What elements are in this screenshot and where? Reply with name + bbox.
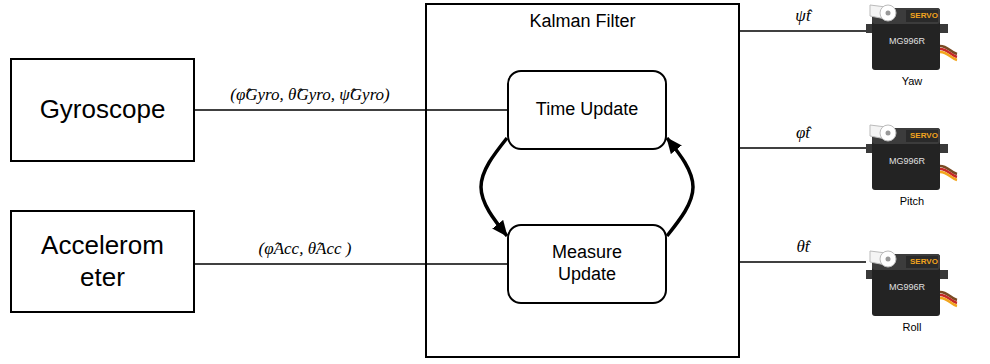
signal-label: ψ̂t: [793, 6, 812, 26]
servo-motor: SERVO MG996R Roll: [866, 248, 958, 332]
servo-motor: SERVO MG996R Pitch: [866, 122, 958, 206]
signal-line: [740, 261, 866, 263]
servo-label: Pitch: [866, 195, 958, 207]
box-label: Measure Update: [537, 242, 637, 285]
signal-label: θ̂t: [794, 237, 811, 257]
box-label: Accelerom eter: [33, 230, 173, 292]
servo-motor: SERVO MG996R Yaw: [866, 2, 958, 86]
process-box: Measure Update: [507, 224, 667, 304]
servo-label: Roll: [866, 321, 958, 333]
box-label: Time Update: [536, 99, 638, 121]
signal-label: (φ̂Gyro, θ̂Gyro, ψ̂Gyro): [228, 85, 392, 105]
feedback-arrow: [481, 138, 507, 236]
sensor-box: Accelerom eter: [10, 210, 195, 313]
filter-frame: Kalman FilterTime UpdateMeasure Update: [425, 3, 740, 358]
servo-marking: SERVO: [910, 11, 938, 20]
signal-line: [740, 30, 866, 32]
box-label: Gyroscope: [40, 94, 166, 125]
signal-label: φ̂t: [794, 123, 812, 143]
servo-marking: MG996R: [874, 36, 940, 46]
servo-marking: SERVO: [910, 257, 938, 266]
sensor-box: Gyroscope: [10, 58, 195, 162]
signal-line: [195, 109, 507, 111]
servo-marking: MG996R: [874, 282, 940, 292]
servo-marking: SERVO: [910, 131, 938, 140]
box-label: Kalman Filter: [427, 11, 738, 32]
signal-line: [740, 147, 866, 149]
process-box: Time Update: [507, 70, 667, 150]
signal-line: [195, 263, 507, 265]
servo-label: Yaw: [866, 75, 958, 87]
feedback-arrow: [667, 138, 693, 236]
signal-label: (φ̂Acc, θ̂Acc ): [257, 239, 354, 259]
servo-marking: MG996R: [874, 156, 940, 166]
